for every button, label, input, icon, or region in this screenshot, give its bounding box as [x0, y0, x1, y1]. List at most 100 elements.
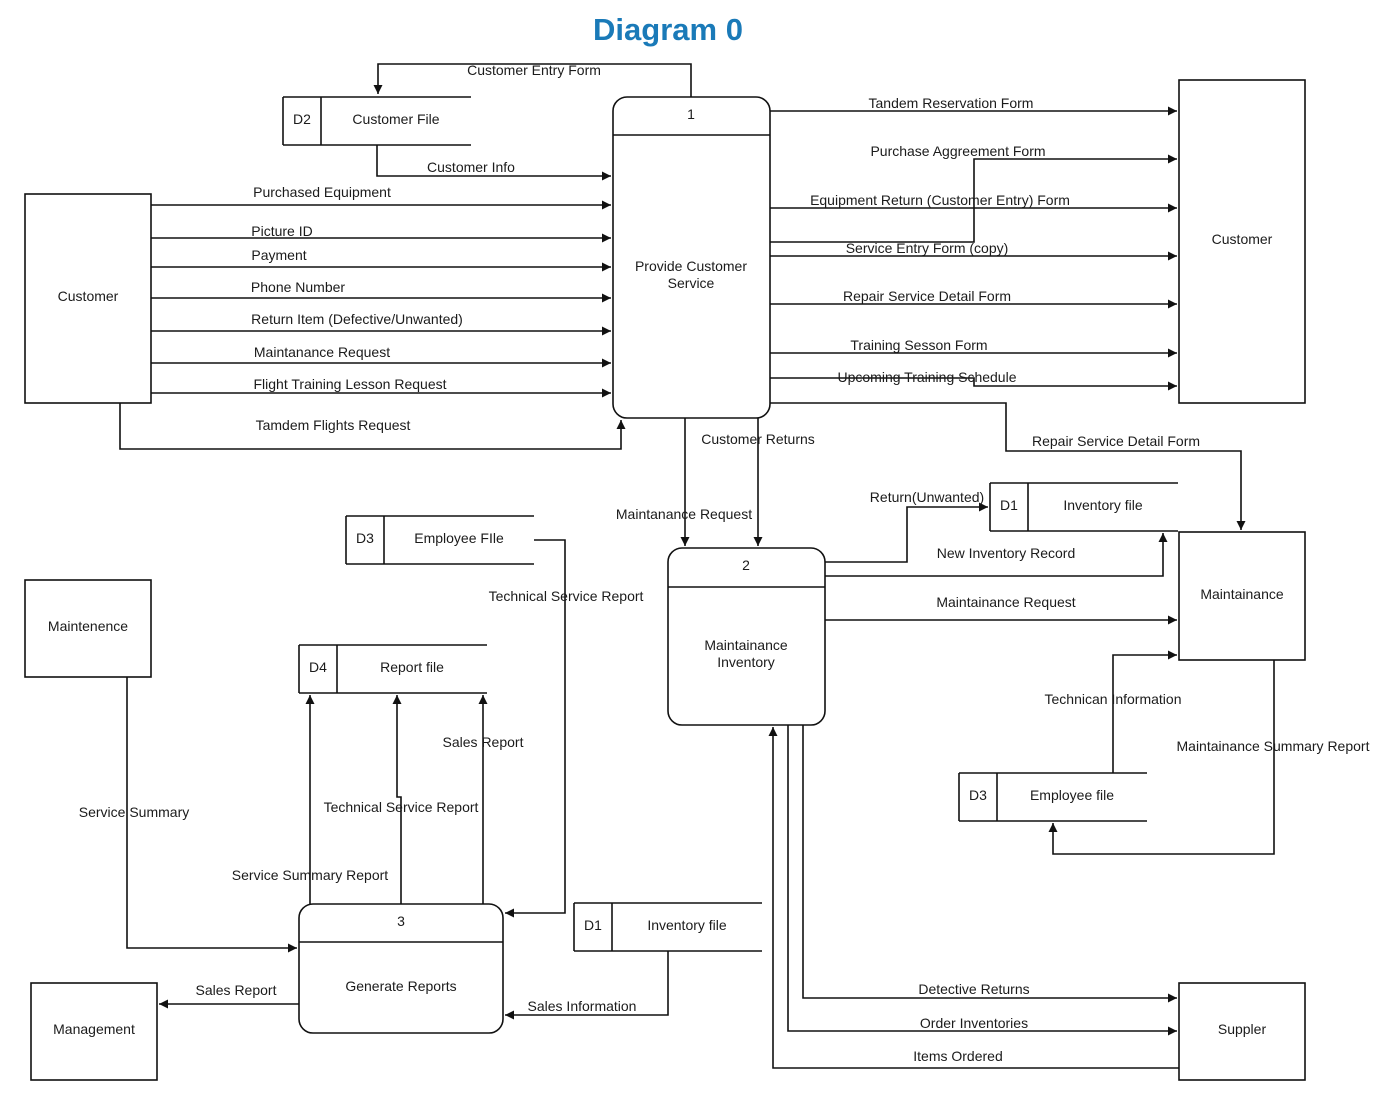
store-code: D2 [293, 111, 311, 127]
flow-customer-entry-form: Customer Entry Form [373, 62, 692, 97]
flow-label: Payment [251, 247, 306, 263]
flow-label: Sales Report [196, 982, 277, 998]
store-name: Employee FIle [414, 530, 504, 546]
store-d3-employee-file-right: D3 Employee file [958, 772, 1147, 822]
flow-repair-service-1: Repair Service Detail Form [770, 288, 1177, 309]
flow-label: Sales Information [528, 998, 637, 1014]
flow-label: Maintainance Summary Report [1177, 738, 1370, 754]
flow-label: Purchased Equipment [253, 184, 391, 200]
flow-purchased-equipment: Purchased Equipment [151, 184, 611, 210]
store-name: Employee file [1030, 787, 1114, 803]
entity-customer-right: Customer [1178, 79, 1306, 404]
flow-tandem-flights: Tamdem Flights Request [119, 403, 626, 450]
flow-new-inventory: New Inventory Record [825, 533, 1168, 577]
entity-label: Suppler [1218, 1021, 1267, 1037]
flow-return-unwanted: Return(Unwanted) [825, 489, 988, 563]
flow-label: Repair Service Detail Form [843, 288, 1011, 304]
flow-service-summary-report: Service Summary Report [232, 695, 388, 904]
flow-label: Service Summary [79, 804, 189, 820]
flow-label: Phone Number [251, 279, 346, 295]
flow-label: Order Inventories [920, 1015, 1028, 1031]
flow-maintanance-request-3: Maintainance Request [825, 594, 1177, 625]
flow-customer-info: Customer Info [376, 145, 611, 181]
store-code: D1 [584, 917, 602, 933]
flow-label: Technican Information [1045, 691, 1182, 707]
process-name-line: Maintainance [704, 637, 787, 653]
flow-label: Technical Service Report [489, 588, 644, 604]
flow-label: Tamdem Flights Request [256, 417, 411, 433]
flow-payment: Payment [151, 247, 611, 272]
store-d3-employee-file-top: D3 Employee FIle [345, 515, 534, 565]
flow-flight-training: Flight Training Lesson Request [151, 376, 611, 398]
store-code: D3 [969, 787, 987, 803]
flow-detective-returns: Detective Returns [802, 725, 1177, 1003]
flow-upcoming-training: Upcoming Training Schedule [770, 369, 1177, 391]
process-id: 3 [397, 913, 405, 929]
flow-technical-service-1: Technical Service Report [489, 539, 644, 918]
flow-label: Purchase Aggreement Form [870, 143, 1045, 159]
flow-label: Return Item (Defective/Unwanted) [251, 311, 463, 327]
process-id: 2 [742, 557, 750, 573]
store-d2-customer-file: D2 Customer File [282, 96, 471, 146]
store-name: Inventory file [1063, 497, 1143, 513]
flow-label: Upcoming Training Schedule [838, 369, 1017, 385]
store-name: Inventory file [647, 917, 727, 933]
flow-label: Service Entry Form (copy) [846, 240, 1009, 256]
flow-sales-report-2: Sales Report [159, 982, 299, 1009]
process-name-line: Generate Reports [345, 978, 456, 994]
flow-label: New Inventory Record [937, 545, 1076, 561]
entity-label: Maintenence [48, 618, 128, 634]
flow-technical-service-2: Technical Service Report [324, 695, 479, 904]
store-d4-report-file: D4 Report file [298, 644, 487, 694]
flow-label: Training Sesson Form [850, 337, 987, 353]
flow-maintanance-request-1: Maintanance Request [151, 344, 611, 368]
flow-label: Equipment Return (Customer Entry) Form [810, 192, 1070, 208]
entity-label: Management [53, 1021, 135, 1037]
process-name-line: Service [668, 275, 715, 291]
store-d1-inventory-file-top: D1 Inventory file [989, 482, 1178, 532]
entity-maintenance-left: Maintenence [24, 579, 152, 678]
flow-label: Items Ordered [913, 1048, 1002, 1064]
flow-label: Sales Report [443, 734, 524, 750]
store-d1-inventory-file-bottom: D1 Inventory file [573, 902, 762, 952]
flow-maintanance-request-2: Maintanance Request [616, 418, 752, 546]
entity-label: Maintainance [1200, 586, 1283, 602]
process-name-line: Inventory [717, 654, 775, 670]
flow-label: Return(Unwanted) [870, 489, 984, 505]
flow-items-ordered: Items Ordered [768, 727, 1179, 1069]
flow-order-inventories: Order Inventories [787, 725, 1177, 1036]
process-id: 1 [687, 106, 695, 122]
process-name-line: Provide Customer [635, 258, 747, 274]
flow-service-entry: Service Entry Form (copy) [770, 240, 1177, 261]
flow-maint-summary: Maintainance Summary Report [1048, 660, 1370, 855]
flow-service-summary: Service Summary [79, 677, 297, 953]
flow-label: Maintanance Request [254, 344, 390, 360]
flow-sales-information: Sales Information [505, 951, 669, 1020]
flow-label: Detective Returns [918, 981, 1029, 997]
store-name: Report file [380, 659, 444, 675]
flow-label: Maintainance Request [936, 594, 1075, 610]
entity-customer-left: Customer [24, 193, 152, 404]
flow-technician-info: Technican Information [1045, 650, 1182, 773]
flow-equipment-return: Equipment Return (Customer Entry) Form [770, 192, 1177, 213]
entity-management: Management [30, 982, 158, 1081]
flow-label: Tandem Reservation Form [869, 95, 1034, 111]
diagram-title: Diagram 0 [593, 12, 743, 47]
store-code: D1 [1000, 497, 1018, 513]
flow-label: Maintanance Request [616, 506, 752, 522]
flow-label: Repair Service Detail Form [1032, 433, 1200, 449]
flow-label: Service Summary Report [232, 867, 388, 883]
flow-phone-number: Phone Number [151, 279, 611, 303]
flow-training-session: Training Sesson Form [770, 337, 1177, 358]
entity-label: Customer [1212, 231, 1273, 247]
flow-label: Customer Returns [701, 431, 815, 447]
entity-supplier: Suppler [1178, 982, 1306, 1081]
flow-customer-returns: Customer Returns [701, 418, 815, 546]
flow-sales-report-1: Sales Report [443, 695, 524, 904]
flow-label: Flight Training Lesson Request [254, 376, 447, 392]
store-code: D3 [356, 530, 374, 546]
entity-label: Customer [58, 288, 119, 304]
flow-label: Technical Service Report [324, 799, 479, 815]
store-code: D4 [309, 659, 327, 675]
store-name: Customer File [352, 111, 439, 127]
